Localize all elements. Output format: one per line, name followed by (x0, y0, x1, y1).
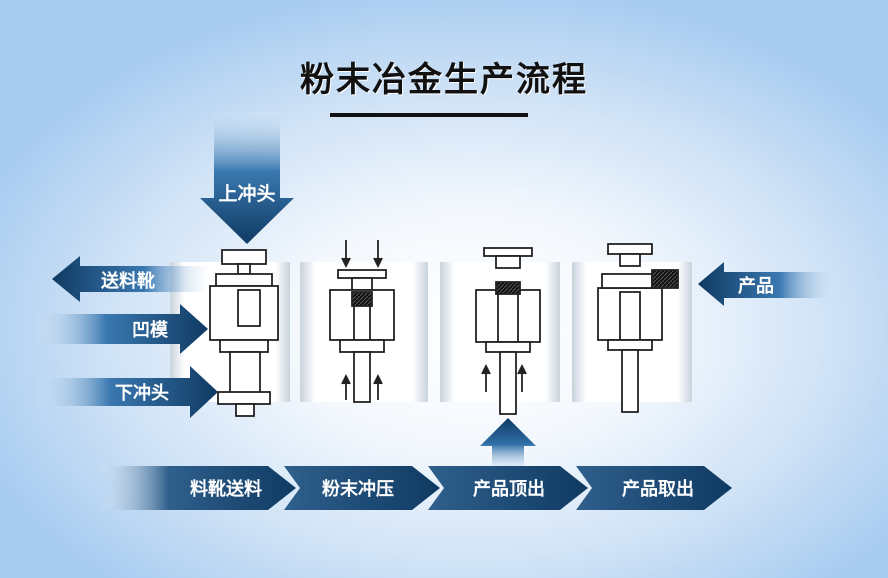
step-label-4: 产品取出 (622, 478, 694, 500)
powder-compact-3 (495, 281, 521, 295)
press-stage-1 (209, 249, 279, 417)
powder-compact-2 (351, 291, 373, 307)
step-label-3: 产品顶出 (473, 478, 545, 500)
step-chevron-2 (284, 466, 440, 510)
process-steps: 料靴送料 粉末冲压 产品顶出 产品取出 (100, 466, 732, 510)
product-arrow: 产品 (698, 262, 834, 306)
press-stage-2 (329, 240, 395, 403)
lower-punch-label: 下冲头 (115, 382, 169, 404)
step-chevron-4 (576, 466, 732, 510)
step-chevron-3 (428, 466, 588, 510)
die-label: 凹模 (132, 319, 169, 341)
product-label: 产品 (738, 275, 774, 297)
title-underline (330, 113, 528, 117)
product-part-4 (651, 269, 679, 289)
page-title: 粉末冶金生产流程 (300, 60, 588, 100)
step-chevron-1 (100, 466, 296, 510)
press-stage-4 (597, 243, 679, 413)
step-label-1: 料靴送料 (190, 478, 262, 500)
feed-shoe-arrow: 送料靴 (52, 256, 206, 302)
step-label-2: 粉末冲压 (322, 478, 394, 500)
die-arrow: 凹模 (38, 304, 208, 354)
lower-punch-arrow: 下冲头 (38, 366, 218, 418)
feed-shoe-label: 送料靴 (100, 270, 155, 292)
upper-punch-arrow: 上冲头 (200, 112, 294, 244)
upper-punch-label: 上冲头 (218, 182, 275, 205)
ejection-up-arrow (480, 418, 536, 470)
press-stage-3 (475, 247, 541, 415)
